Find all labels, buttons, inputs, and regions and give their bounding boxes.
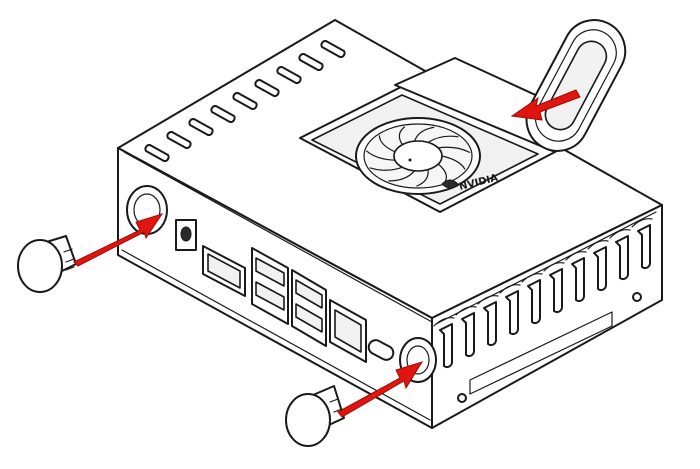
front-ports xyxy=(126,185,642,403)
usb-port-1b xyxy=(255,281,285,311)
vent-slot xyxy=(593,246,607,291)
vent-slot-curve xyxy=(477,295,499,305)
nvidia-eye-icon xyxy=(441,179,459,189)
plug-cap-bottom xyxy=(285,385,345,447)
vent-slot-curve xyxy=(565,251,587,261)
fan-blades xyxy=(366,126,471,187)
vent-slot xyxy=(298,52,324,72)
arrow-to-left-hole xyxy=(73,213,164,267)
vent-slot xyxy=(615,235,629,280)
vent-slot-curve xyxy=(609,229,631,239)
vent-slot xyxy=(276,65,302,85)
cap-bottom-head xyxy=(285,393,331,447)
fan-blade xyxy=(416,169,429,187)
cap-bottom-ribs xyxy=(329,398,343,423)
vent-slot xyxy=(461,312,475,357)
plug-cap-left xyxy=(17,235,77,293)
vent-slot xyxy=(549,268,563,313)
vent-slot-curve xyxy=(455,306,477,316)
fan-blade xyxy=(437,163,447,183)
fan-blade xyxy=(366,150,396,161)
arrow-to-top-panel xyxy=(510,89,581,121)
fan-blade xyxy=(441,155,466,170)
screw-right xyxy=(632,292,642,302)
cap-left-head xyxy=(17,239,63,293)
rubber-foot xyxy=(525,19,627,152)
vent-slot xyxy=(232,91,258,111)
fan-blade xyxy=(378,135,396,153)
vent-slot-curve xyxy=(587,240,609,250)
front-top-edge xyxy=(123,151,433,323)
vent-slot xyxy=(254,78,280,98)
vent-slot xyxy=(637,224,651,269)
vent-slot xyxy=(505,290,519,335)
fan-center-dot xyxy=(408,158,412,162)
cap-left-ribs xyxy=(63,248,75,271)
vent-slot xyxy=(210,104,236,124)
fan-blade xyxy=(369,166,403,171)
vent-slot xyxy=(483,301,497,346)
top-vent-slots xyxy=(144,39,346,163)
vent-slot-curve xyxy=(543,262,565,272)
vent-slot xyxy=(439,323,453,368)
fan-blade xyxy=(388,170,416,182)
side-vent-slots xyxy=(433,218,653,368)
vent-slot-curve xyxy=(499,284,521,294)
vent-slot xyxy=(188,117,214,137)
arrows xyxy=(73,89,581,418)
screw-front xyxy=(457,393,467,403)
displayport-inner xyxy=(207,253,241,289)
right-mount-hole-inner xyxy=(406,345,430,375)
vent-slot-curve xyxy=(521,273,543,283)
vent-slot xyxy=(527,279,541,324)
vent-slot xyxy=(144,143,170,163)
arrow-to-right-hole xyxy=(337,361,424,418)
fan-blade xyxy=(437,146,471,153)
fan-hub xyxy=(393,140,443,172)
vent-slot xyxy=(571,257,585,302)
usb-c-port xyxy=(367,339,395,361)
right-slot xyxy=(469,311,613,395)
foot-inner xyxy=(544,40,608,131)
usb-port-1a xyxy=(255,257,285,287)
fan-blade xyxy=(414,126,435,142)
usb-port-2a xyxy=(295,279,323,309)
fan-blade xyxy=(398,126,405,146)
foot-rim xyxy=(534,29,617,142)
vent-slot xyxy=(320,39,346,59)
vent-slot xyxy=(166,130,192,150)
fan xyxy=(355,117,481,195)
fan-blade xyxy=(427,135,459,143)
vent-slot-curve xyxy=(433,317,455,327)
dc-jack-pin xyxy=(180,226,192,242)
usb-port-2b xyxy=(295,303,323,333)
vent-slot-curve xyxy=(631,218,653,228)
ethernet-inner xyxy=(334,309,362,353)
